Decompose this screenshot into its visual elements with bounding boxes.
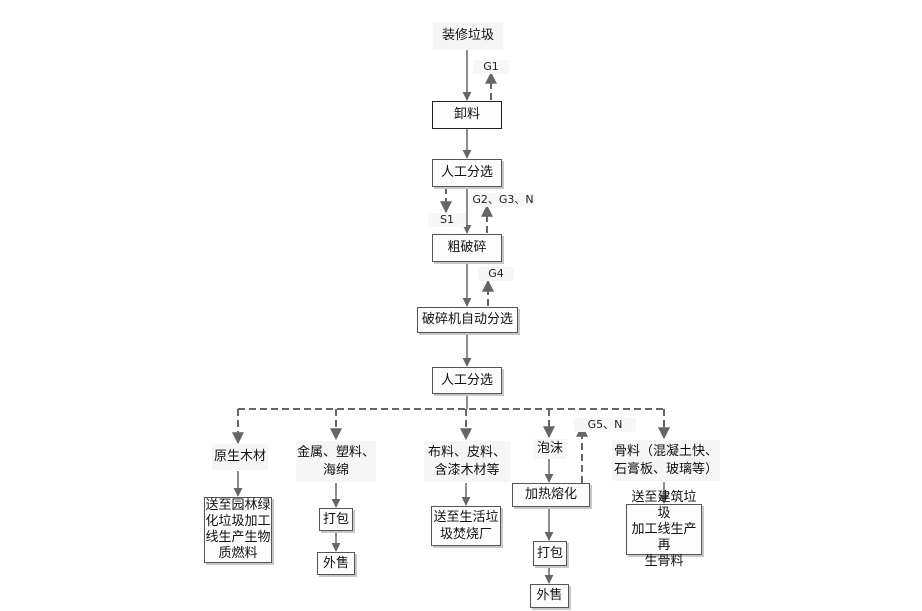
node-to-garden-line: 送至园林绿 化垃圾加工 线生产生物 质燃料 bbox=[204, 497, 272, 563]
node-sell-1: 外售 bbox=[317, 552, 355, 575]
node-metal-plastic-sponge: 金属、塑料、 海绵 bbox=[296, 441, 376, 482]
emission-label-g5-n: G5、N bbox=[574, 418, 636, 432]
node-pack-1: 打包 bbox=[319, 508, 353, 531]
emission-label-s1: S1 bbox=[428, 213, 466, 227]
emission-label-g4: G4 bbox=[478, 267, 514, 281]
emission-label-g2-g3-n: G2、G3、N bbox=[471, 193, 535, 207]
node-heat-melt: 加热熔化 bbox=[512, 483, 590, 507]
node-cloth-leather-wood: 布料、皮料、 含漆木材等 bbox=[424, 441, 510, 482]
node-crusher-auto-sort: 破碎机自动分选 bbox=[417, 307, 518, 333]
node-aggregate: 骨料（混凝土快、 石膏板、玻璃等） bbox=[612, 440, 720, 481]
node-foam: 泡沫 bbox=[533, 439, 567, 459]
node-manual-sort-2: 人工分选 bbox=[432, 367, 502, 394]
node-manual-sort-1: 人工分选 bbox=[432, 159, 502, 187]
node-to-construction-line: 送至建筑垃圾 加工线生产再 生骨料 bbox=[626, 490, 702, 569]
emission-label-g1: G1 bbox=[473, 60, 509, 74]
node-unload: 卸料 bbox=[432, 101, 502, 129]
node-sell-2: 外售 bbox=[530, 584, 569, 608]
node-coarse-crush: 粗破碎 bbox=[432, 234, 502, 262]
node-raw-wood: 原生木材 bbox=[212, 444, 268, 470]
node-to-incinerator: 送至生活垃 圾焚烧厂 bbox=[431, 506, 501, 546]
node-decoration-waste: 装修垃圾 bbox=[433, 22, 503, 50]
node-pack-2: 打包 bbox=[533, 541, 567, 566]
